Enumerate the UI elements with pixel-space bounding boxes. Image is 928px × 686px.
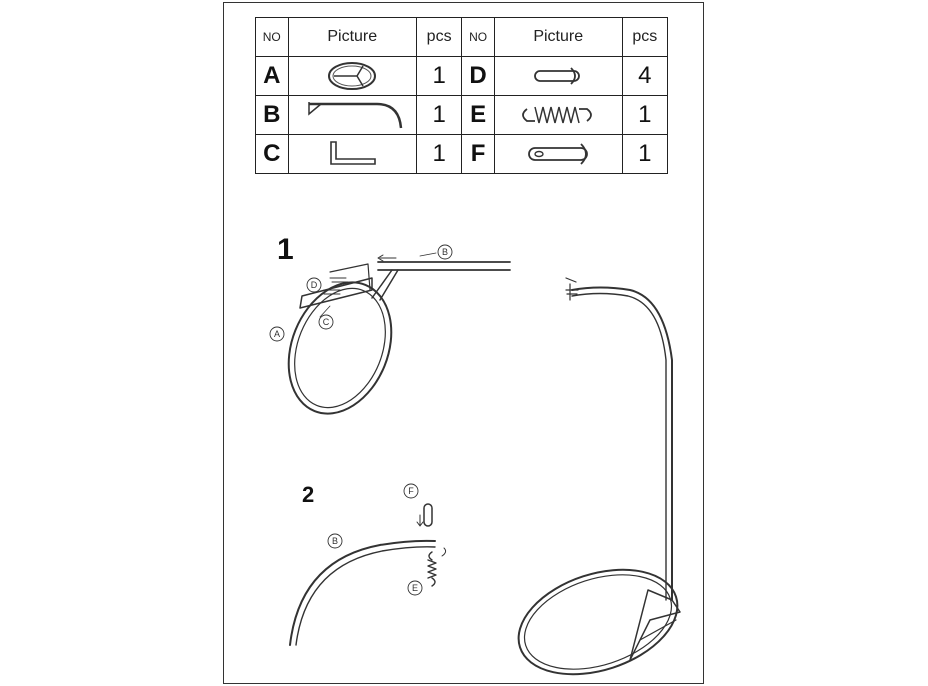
callout-a-label: A: [274, 329, 280, 339]
part-quantity: 1: [415, 56, 463, 96]
allen-key-icon: [330, 141, 377, 165]
step-number-2: 2: [302, 482, 315, 507]
part-letter: B: [255, 95, 289, 135]
callout-f: [403, 483, 419, 499]
oval-frame-icon: [328, 62, 377, 90]
part-letter: F: [461, 134, 495, 174]
callout-d: [306, 277, 322, 293]
callout-c: [318, 314, 334, 330]
spring-e-drawing: [428, 551, 433, 561]
part-quantity: 1: [621, 134, 669, 174]
part-letter: C: [255, 134, 289, 174]
callout-f-label: F: [408, 486, 414, 496]
table-row: B 1 E 1: [255, 95, 669, 135]
callout-e: [407, 580, 423, 596]
callout-b-2-label: B: [332, 536, 338, 546]
callout-b: [437, 244, 453, 260]
part-letter: E: [461, 95, 495, 135]
parts-table: NO Picture pcs NO Picture pcs A 1 D 4 B: [255, 17, 669, 174]
step-number-1: 1: [277, 233, 294, 266]
part-quantity: 1: [621, 95, 669, 135]
part-letter: D: [461, 56, 495, 96]
oval-frame-drawing: [287, 281, 393, 415]
hanging-pin-icon: [528, 143, 589, 165]
pin-f-drawing: [423, 503, 433, 527]
spring-icon: [522, 106, 593, 124]
frame-brace-drawing: [299, 277, 373, 309]
part-quantity: 4: [621, 56, 669, 96]
arm-b-drawing: [377, 261, 511, 271]
callout-b-label: B: [442, 247, 448, 257]
callout-d-label: D: [311, 280, 318, 290]
part-quantity: 1: [415, 134, 463, 174]
header-pcs-2: pcs: [621, 17, 669, 57]
part-quantity: 1: [415, 95, 463, 135]
part-picture: [493, 95, 623, 135]
callout-b-2: [327, 533, 343, 549]
pin-bolt-icon: [534, 67, 581, 85]
part-picture: [287, 134, 417, 174]
oval-frame-inner-drawing: [294, 287, 386, 409]
part-picture: [493, 134, 623, 174]
part-picture: [287, 95, 417, 135]
callout-a: [269, 326, 285, 342]
curved-arm-icon: [308, 102, 403, 129]
header-pcs: pcs: [415, 17, 463, 57]
stand-pole-drawing: [571, 286, 673, 601]
callout-e-label: E: [412, 583, 418, 593]
callout-c-label: C: [323, 317, 330, 327]
arm-curve-drawing: [289, 539, 436, 646]
table-row: C 1 F 1: [255, 134, 669, 174]
stand-base-drawing: [517, 568, 679, 676]
